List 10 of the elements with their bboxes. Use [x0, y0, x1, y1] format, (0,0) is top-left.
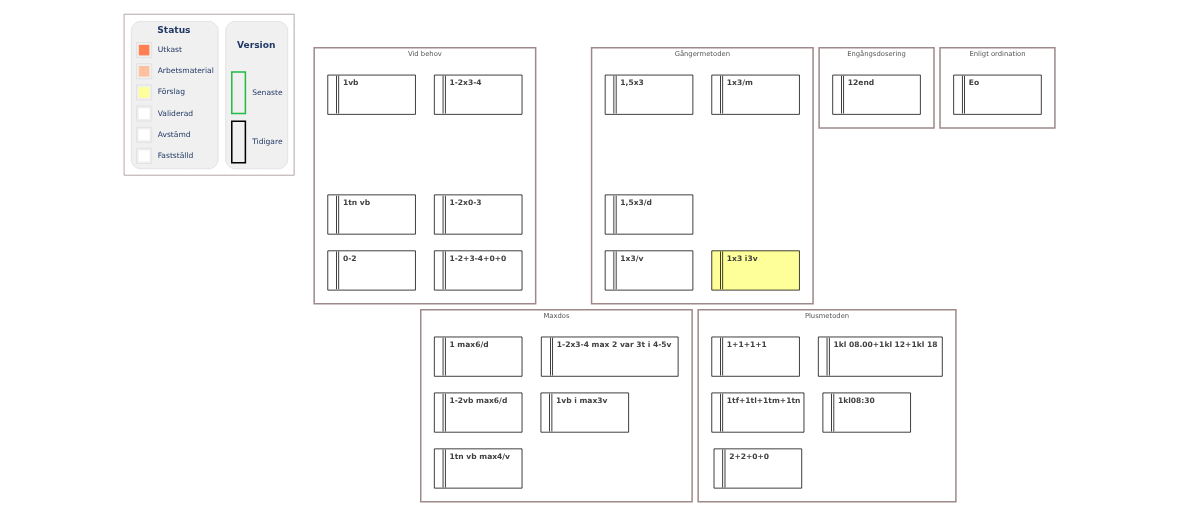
label: Status	[156, 25, 190, 36]
legend-label: Förslag	[157, 87, 185, 97]
legend-label: Arbetsmaterial	[157, 66, 214, 76]
legend-label: Senaste	[251, 87, 283, 97]
label: Version	[236, 39, 275, 50]
legend-label: Validerad	[157, 108, 193, 118]
legend-label: Utkast	[157, 45, 182, 55]
legend-label: Avstämd	[157, 129, 191, 139]
legend-label: Tidigare	[251, 136, 283, 146]
legend-label: Fastställd	[157, 150, 193, 160]
